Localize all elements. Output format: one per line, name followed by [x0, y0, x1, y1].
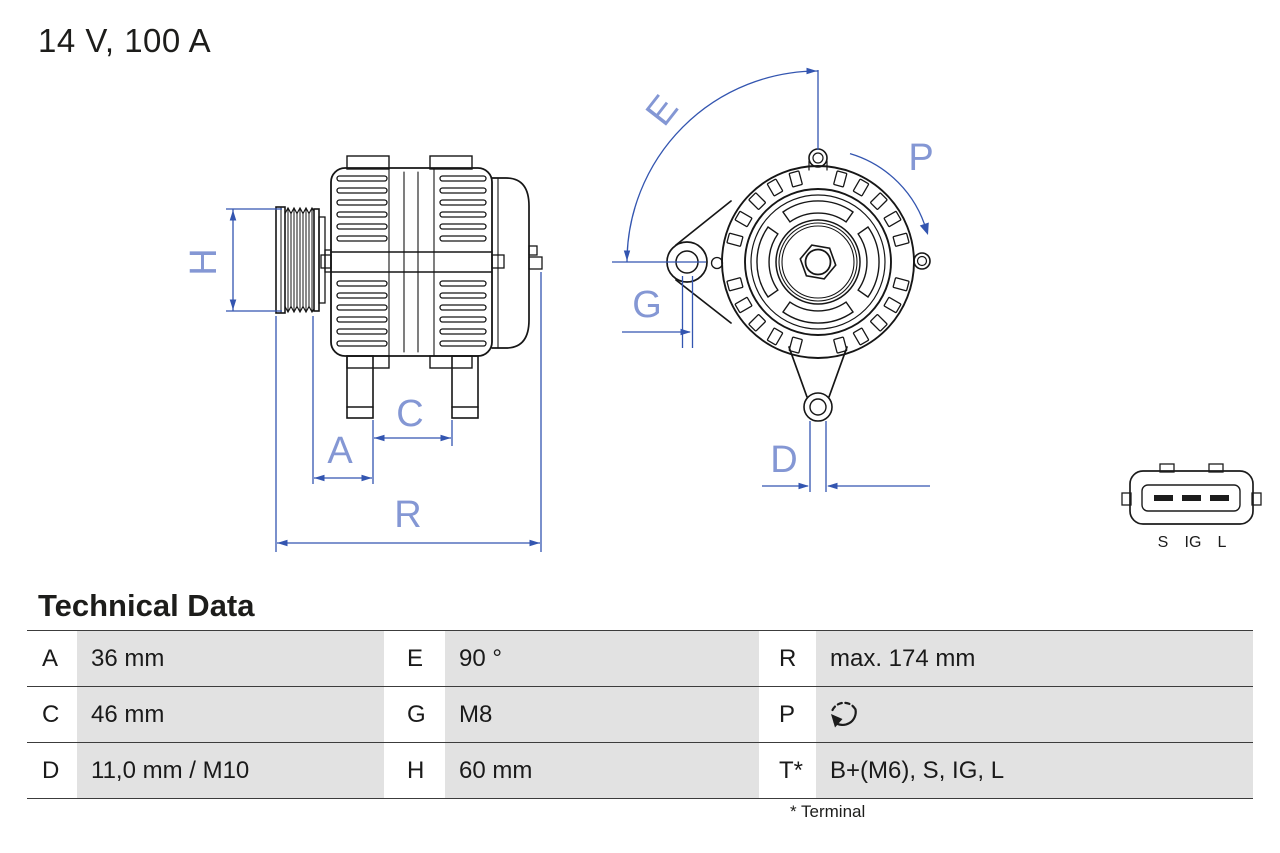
spec-value-E: 90 ° [445, 631, 759, 686]
spec-key-P: P [759, 687, 816, 742]
spec-key-D: D [27, 743, 77, 798]
spec-value-C: 46 mm [77, 687, 384, 742]
dim-label-D: D [770, 439, 797, 481]
alternator-body-side [320, 155, 505, 369]
spec-key-C: C [27, 687, 77, 742]
spec-key-A: A [27, 631, 77, 686]
bottom-mount [788, 346, 848, 422]
pin-label-ig: IG [1185, 534, 1202, 551]
cooling-fins [336, 175, 487, 347]
page-title: 14 V, 100 A [38, 22, 212, 59]
spec-value-G: M8 [445, 687, 759, 742]
connector-diagram: S IG L [1121, 463, 1262, 551]
spec-value-R: max. 174 mm [816, 631, 1253, 686]
spec-value-P [816, 687, 1253, 742]
table-row: D 11,0 mm / M10 H 60 mm T* B+(M6), S, IG… [27, 742, 1253, 799]
technical-data-table: A 36 mm E 90 ° R max. 174 mm C 46 mm G M… [27, 630, 1253, 799]
dim-label-P: P [908, 137, 933, 179]
spec-key-T: T* [759, 743, 816, 798]
side-view-drawing [275, 155, 543, 419]
spec-value-H: 60 mm [445, 743, 759, 798]
spec-key-R: R [759, 631, 816, 686]
dim-label-R: R [394, 494, 421, 536]
table-row: A 36 mm E 90 ° R max. 174 mm [27, 630, 1253, 686]
dim-label-A: A [327, 430, 353, 472]
shaft-nut [799, 244, 837, 280]
alternator-diagram: H A C R [183, 67, 1262, 552]
connector-pins [1154, 495, 1229, 501]
vent-slots [726, 170, 910, 354]
pin-label-l: L [1218, 534, 1227, 551]
terminal-footnote: * Terminal [790, 802, 866, 821]
front-view-drawing [666, 148, 931, 422]
pulley [275, 206, 332, 314]
spec-value-D: 11,0 mm / M10 [77, 743, 384, 798]
dim-label-H: H [183, 248, 225, 275]
technical-data-heading: Technical Data [38, 588, 255, 623]
right-lug [913, 252, 931, 270]
spec-key-G: G [384, 687, 445, 742]
spec-key-E: E [384, 631, 445, 686]
rear-cover [491, 177, 543, 349]
dim-label-E: E [638, 88, 687, 134]
spec-key-H: H [384, 743, 445, 798]
spec-value-A: 36 mm [77, 631, 384, 686]
side-view-dimensions: H A C R [183, 208, 542, 552]
table-row: C 46 mm G M8 P [27, 686, 1253, 742]
dim-label-G: G [632, 284, 662, 326]
inner-vent-windows [756, 200, 880, 324]
rotation-direction-icon [826, 695, 862, 735]
spec-value-T: B+(M6), S, IG, L [816, 743, 1253, 798]
dim-label-C: C [396, 393, 423, 435]
mounting-legs [346, 355, 479, 419]
pin-label-s: S [1158, 534, 1169, 551]
